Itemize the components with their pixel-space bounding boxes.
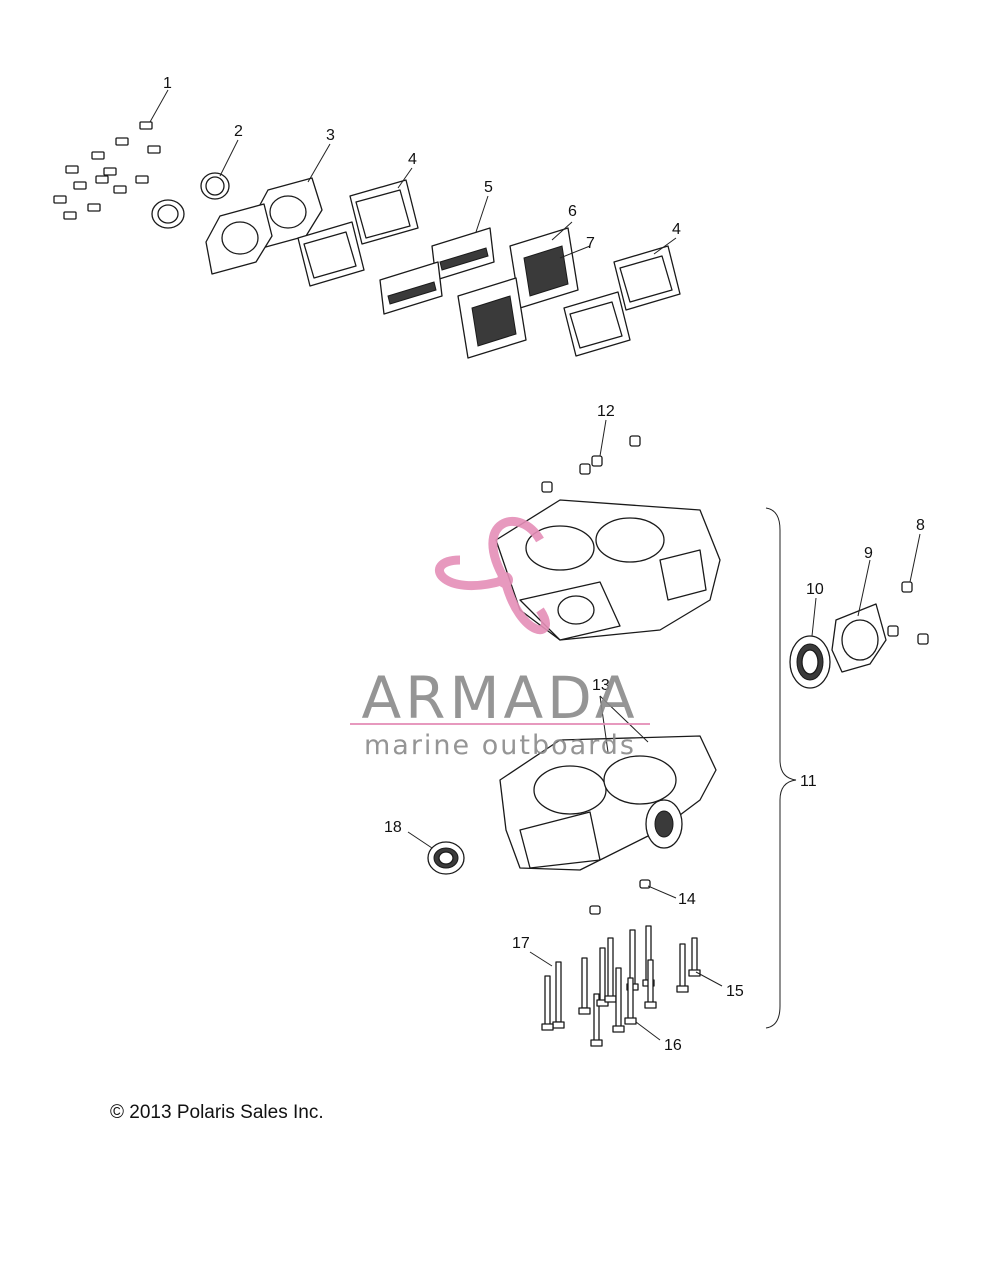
gasket-4-left [297,179,419,287]
seal-10 [789,635,831,689]
upper-crankcase [495,499,721,641]
dowel-pins-12 [541,435,641,493]
callout-11: 11 [800,773,817,790]
callout-15: 15 [726,983,744,1000]
callout-17: 17 [512,935,530,952]
reed-valve-5 [379,227,495,315]
lower-crankcase [499,735,717,871]
watermark-brand: ARMADA [361,664,638,732]
propeller-icon [435,517,550,635]
watermark-logo: ARMADA marine outboards [350,517,650,761]
gasket-4-right [563,245,681,357]
watermark-tagline: marine outboards [364,730,636,761]
callout-1: 1 [163,75,172,92]
clamp-2 [151,172,230,229]
callout-5: 5 [484,179,493,196]
callout-9: 9 [864,545,873,562]
bolt-group-1 [53,121,161,220]
callout-labels: 1 2 3 4 5 6 7 4 12 8 9 10 13 11 18 14 17… [163,75,925,1054]
long-bolts-15-16-17 [541,925,701,1047]
callout-16: 16 [664,1037,682,1054]
callout-7: 7 [586,235,595,252]
callout-18: 18 [384,819,402,836]
callout-10: 10 [806,581,824,598]
reed-block-6-7 [457,227,579,359]
callout-8: 8 [916,517,925,534]
cover-plate-9 [831,603,887,673]
callout-4-right: 4 [672,221,681,238]
callout-14: 14 [678,891,696,908]
callout-6: 6 [568,203,577,220]
screws-8 [887,581,929,645]
copyright-notice: © 2013 Polaris Sales Inc. [110,1102,324,1123]
callout-12: 12 [597,403,615,420]
dowels-14 [589,879,651,915]
bracket-11 [765,507,797,1029]
callout-4-left: 4 [408,151,417,168]
callout-3: 3 [326,127,335,144]
callout-2: 2 [234,123,243,140]
callout-13: 13 [592,677,610,694]
oil-seal-18 [427,841,465,875]
adapter-plate-3 [205,177,323,275]
